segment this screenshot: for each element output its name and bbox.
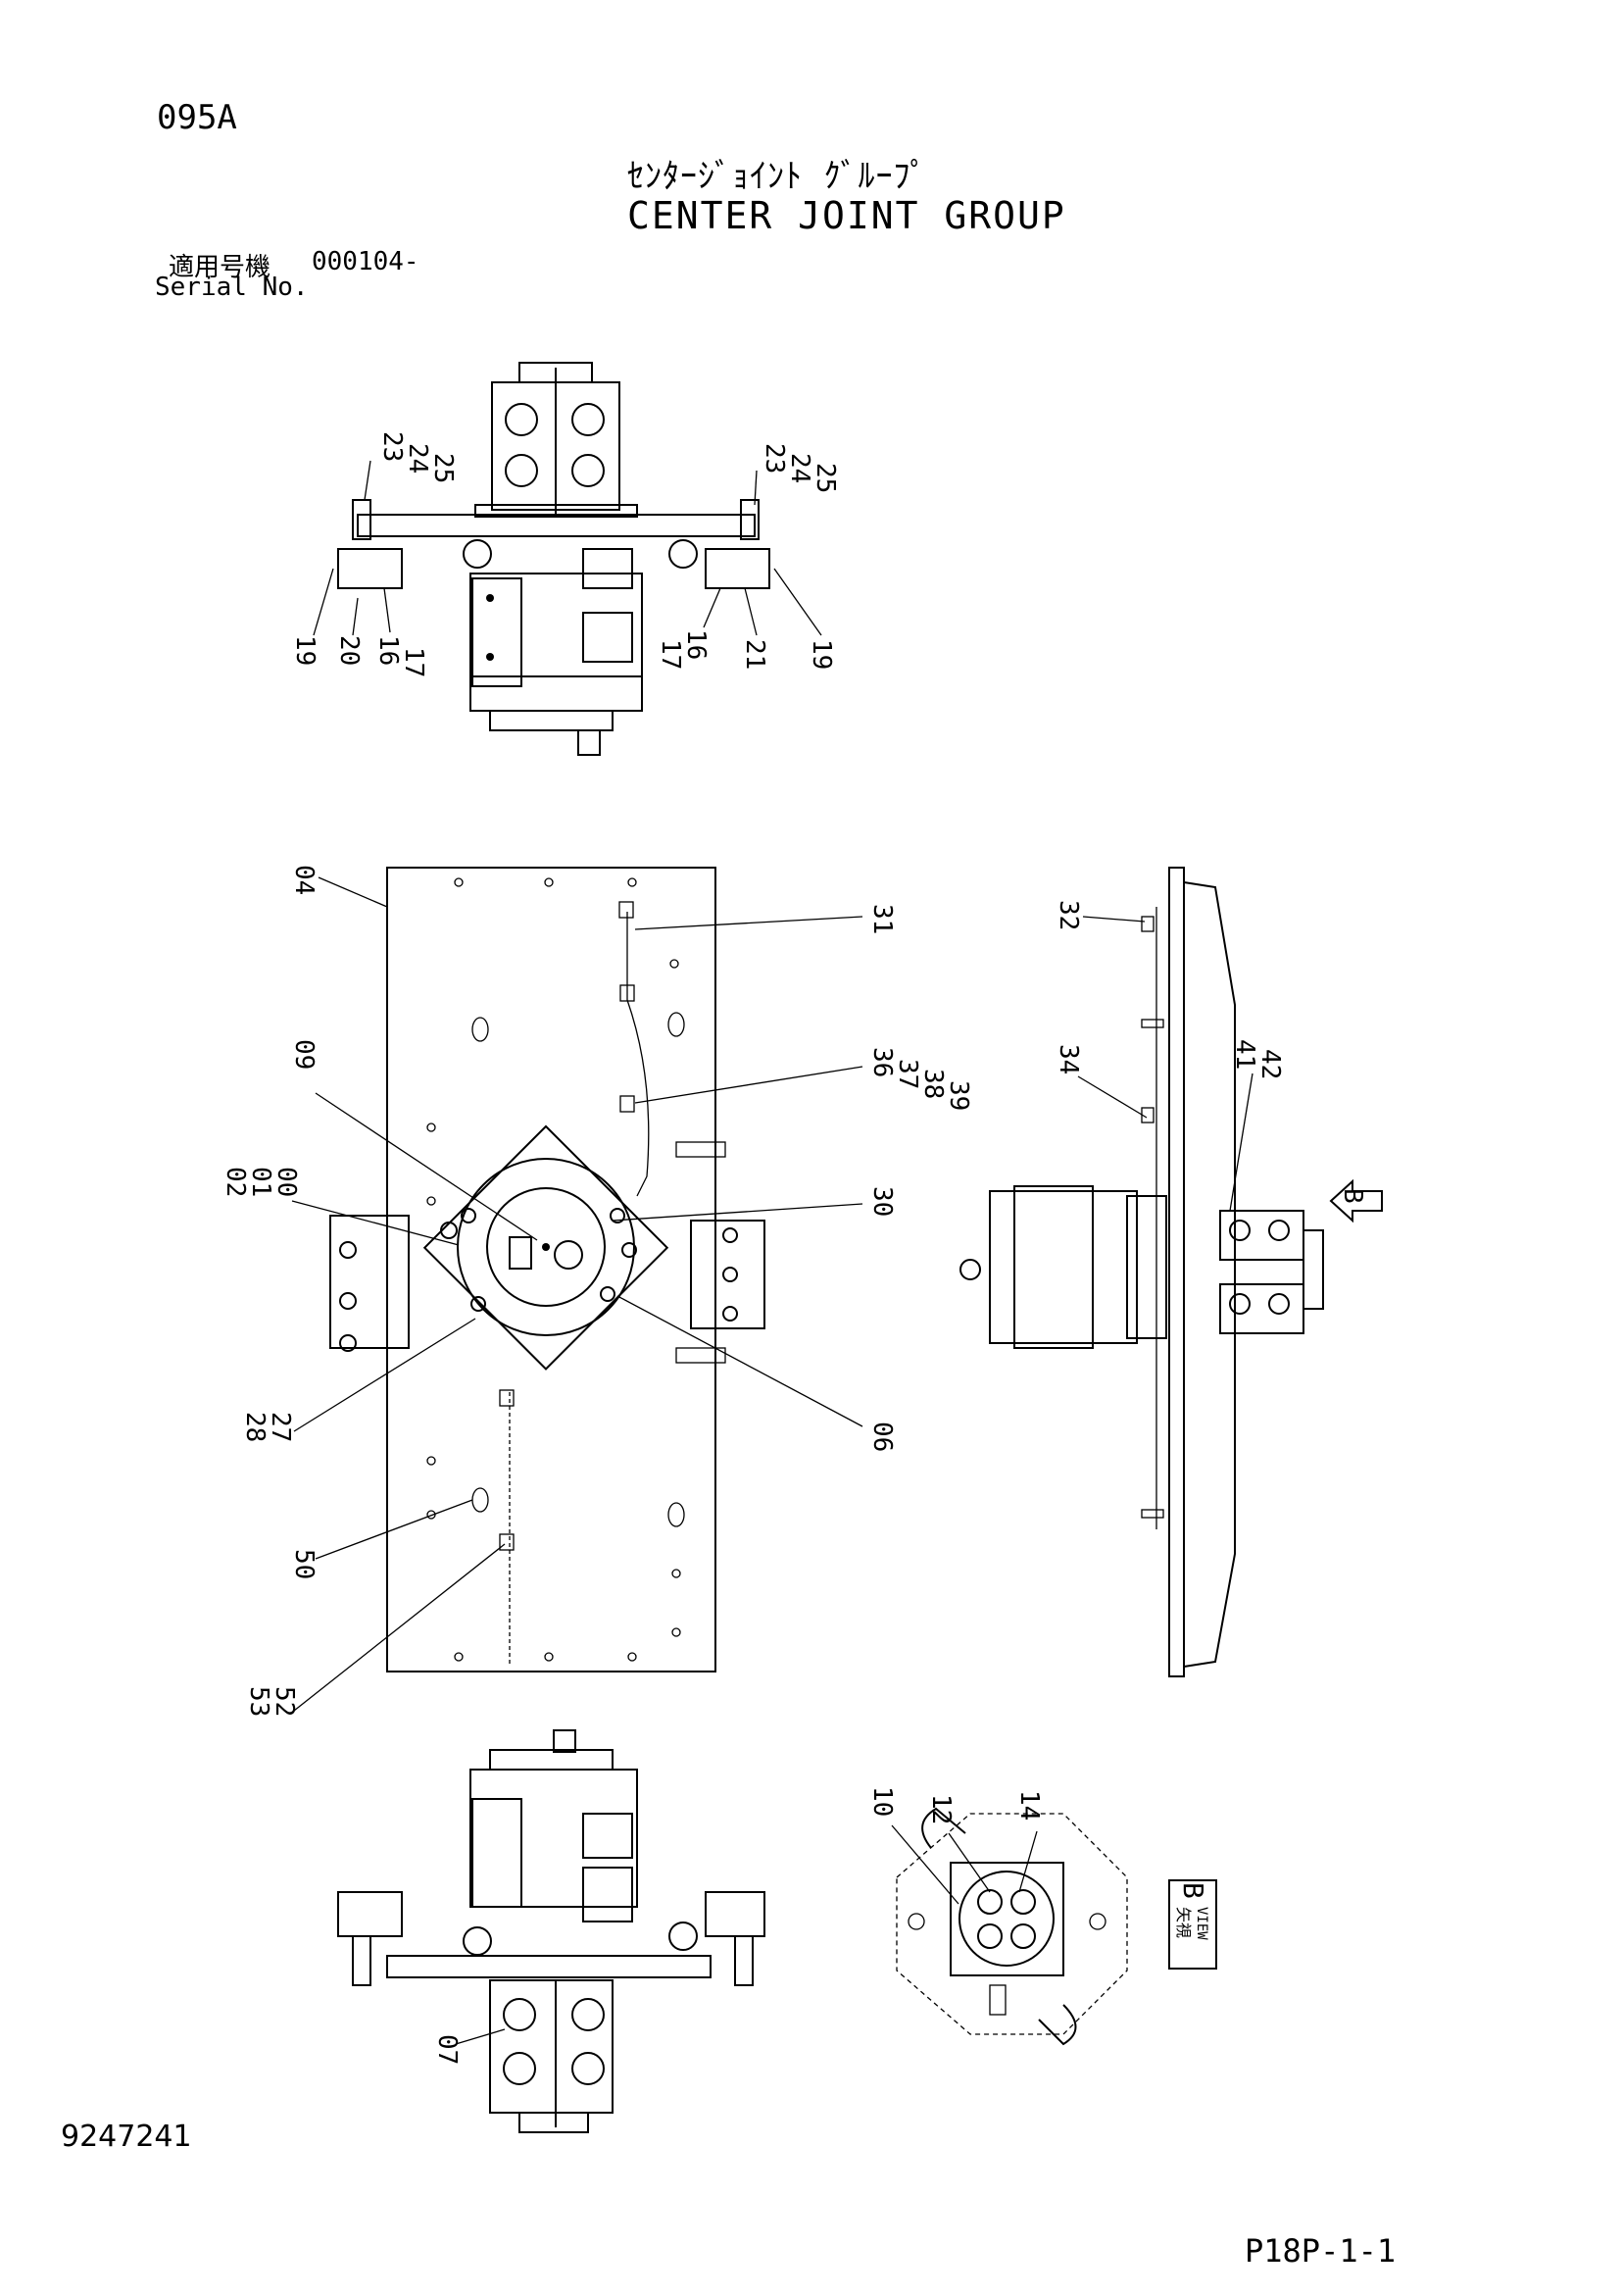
serial-label-japanese: 適用号機 — [169, 253, 271, 282]
callout-label: 23 — [760, 443, 789, 474]
callout-label: 16 — [681, 629, 711, 660]
callout-14: 14 — [1014, 1790, 1044, 1821]
callouts-top-bottom-right: 17 16 21 19 — [656, 568, 836, 670]
callout-31: 31 — [867, 904, 897, 934]
callout-02: 02 — [221, 1167, 250, 1197]
side-view-drawing — [959, 867, 1383, 1677]
callout-38: 38 — [918, 1069, 948, 1099]
callout-32: 32 — [1054, 900, 1083, 930]
document-number: 9247241 — [61, 2120, 192, 2154]
callout-53: 53 — [244, 1686, 273, 1717]
callout-04: 04 — [289, 865, 319, 895]
callout-label: 20 — [334, 635, 364, 666]
callout-label: 25 — [811, 463, 840, 493]
callout-09: 09 — [289, 1039, 319, 1070]
callout-07: 07 — [432, 2034, 462, 2065]
view-b-drawing — [896, 1807, 1128, 2046]
callout-label: 17 — [656, 639, 685, 670]
callout-label: 25 — [428, 453, 458, 483]
callout-label: 19 — [290, 635, 319, 666]
callouts-top-right: 23 24 25 — [754, 443, 840, 506]
title-english: CENTER JOINT GROUP — [627, 194, 1066, 237]
callout-label: 19 — [807, 639, 836, 670]
callouts-top-left: 23 24 25 — [364, 431, 458, 501]
callout-28: 28 — [240, 1412, 270, 1442]
callouts-main: 04 31 09 02 01 00 36 37 38 39 30 28 27 0… — [221, 865, 973, 1717]
callout-34: 34 — [1054, 1044, 1083, 1074]
callout-label: 21 — [740, 639, 769, 670]
callout-42: 42 — [1255, 1049, 1285, 1079]
callout-39: 39 — [944, 1080, 973, 1111]
callouts-top-bottom-left: 19 20 16 17 — [290, 568, 428, 677]
page-code: 095A — [157, 98, 237, 137]
callout-30: 30 — [867, 1186, 897, 1217]
view-label-en: VIEW — [1194, 1907, 1209, 1940]
callout-37: 37 — [893, 1059, 922, 1089]
view-label-letter: B — [1177, 1882, 1209, 1899]
callout-label: 23 — [377, 431, 407, 462]
callout-label: 16 — [373, 635, 403, 666]
callout-52: 52 — [270, 1686, 299, 1717]
callout-36: 36 — [867, 1047, 897, 1077]
callout-50: 50 — [289, 1549, 319, 1579]
page-reference: P18P-1-1 — [1245, 2232, 1397, 2270]
view-arrow-letter: B — [1338, 1188, 1367, 1204]
view-b-label: 矢視 VIEW B — [1168, 1879, 1217, 1970]
callout-label: 24 — [403, 443, 432, 474]
serial-label-english: Serial No. — [155, 273, 309, 302]
main-plan-drawing — [329, 867, 765, 1672]
callout-07-group: 07 — [432, 2028, 506, 2065]
top-assembly-drawing — [337, 362, 770, 756]
callout-10: 10 — [867, 1786, 897, 1817]
callouts-side: 32 34 41 42 B — [1054, 900, 1367, 1212]
serial-number-value: 000104- — [312, 247, 419, 276]
view-label-kanji: 矢視 — [1174, 1907, 1193, 1938]
callout-label: 17 — [399, 647, 428, 677]
callout-41: 41 — [1230, 1039, 1259, 1070]
bottom-assembly-drawing — [337, 1729, 765, 2133]
callout-06: 06 — [867, 1422, 897, 1452]
callout-12: 12 — [926, 1794, 956, 1824]
callouts-view-b: 10 12 14 — [867, 1786, 1044, 1905]
callout-01: 01 — [246, 1167, 275, 1197]
callout-27: 27 — [266, 1412, 295, 1442]
callout-label: 24 — [785, 453, 814, 483]
callout-00: 00 — [271, 1167, 301, 1197]
title-japanese: ｾﾝﾀｰｼﾞｮｲﾝﾄ ｸﾞﾙｰﾌﾟ — [627, 157, 928, 196]
